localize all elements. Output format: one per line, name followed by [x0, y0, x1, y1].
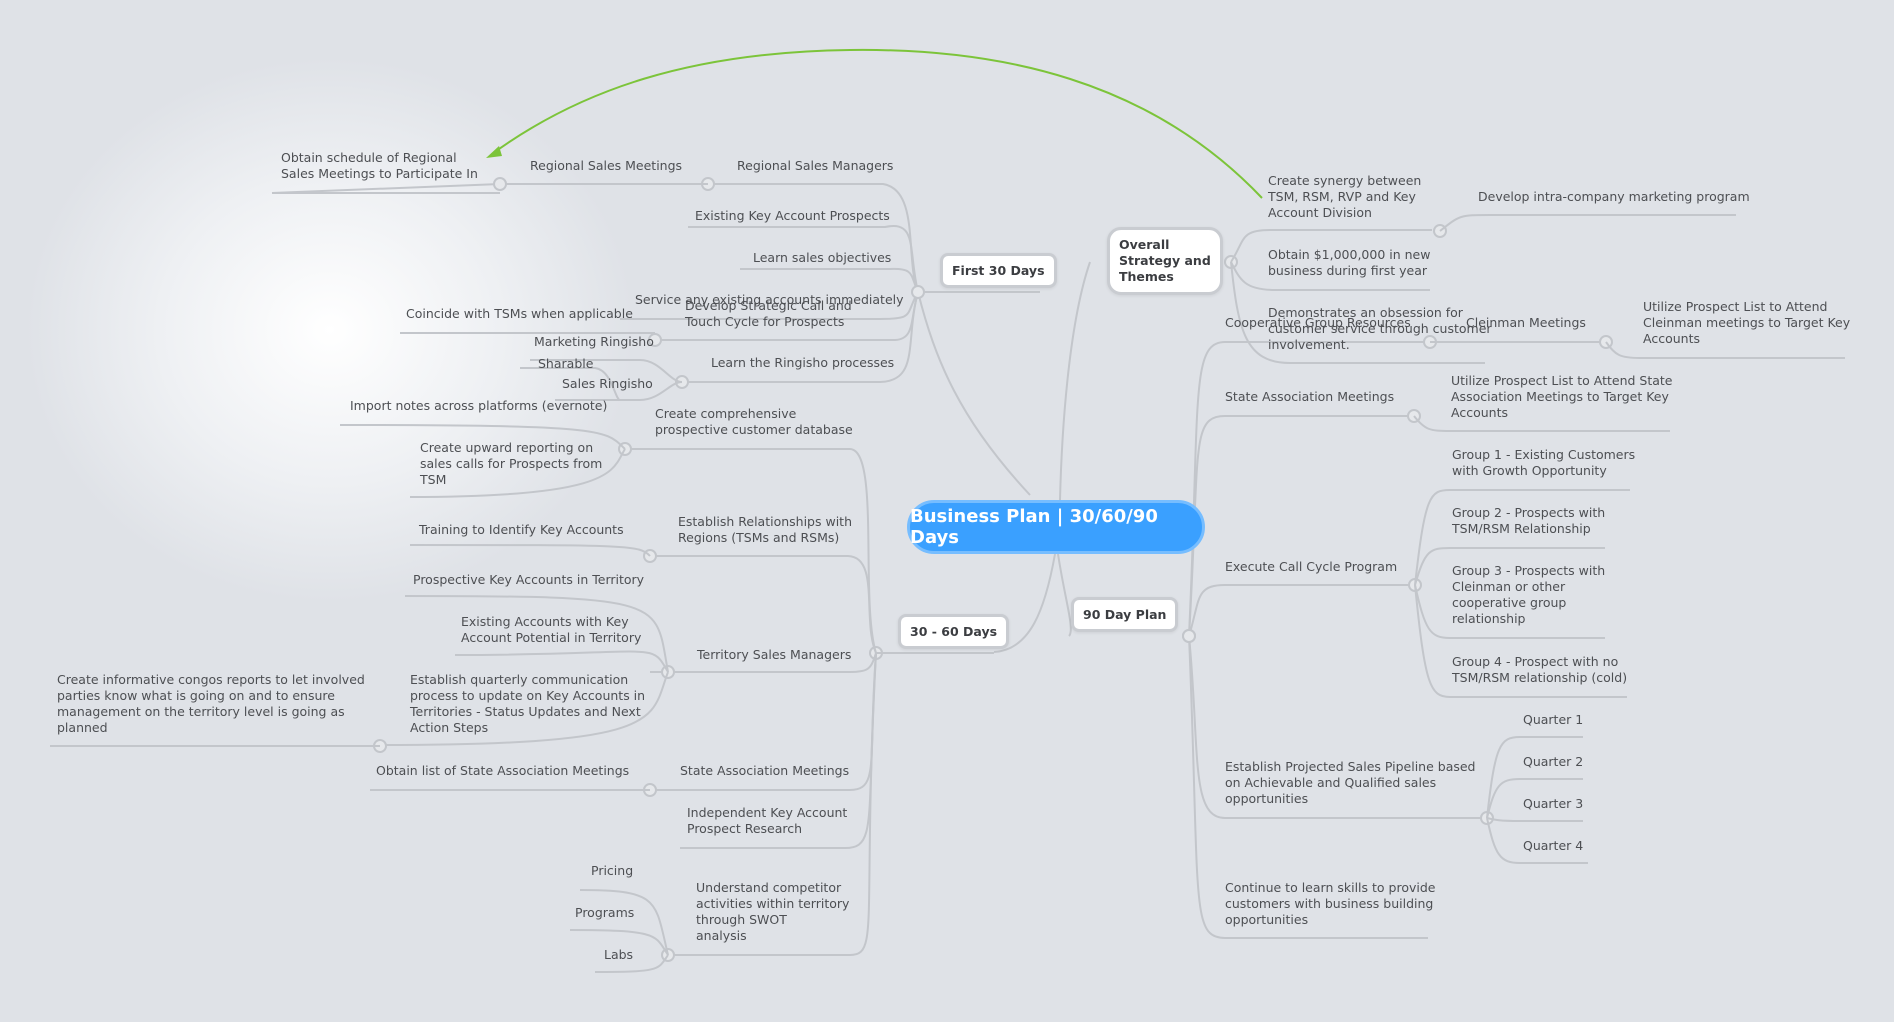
topic-existing-accounts-potential[interactable]: Existing Accounts with Key Account Poten…	[461, 614, 642, 645]
topic-learn-ringisho[interactable]: Learn the Ringisho processes	[711, 355, 895, 370]
topic-training-identify[interactable]: Training to Identify Key Accounts	[419, 522, 624, 537]
topic-state-association-meetings[interactable]: State Association Meetings	[680, 763, 850, 778]
topic-learn-sales-objectives[interactable]: Learn sales objectives	[753, 250, 892, 265]
branch-90-day-plan[interactable]: 90 Day Plan	[1071, 597, 1179, 632]
topic-labs[interactable]: Labs	[604, 947, 634, 962]
topic-continue-learn[interactable]: Continue to learn skills to provide cust…	[1225, 880, 1436, 927]
branch-30-60-days[interactable]: 30 - 60 Days	[898, 614, 1010, 649]
topic-independent-research[interactable]: Independent Key Account Prospect Researc…	[687, 805, 848, 836]
topic-congos-reports[interactable]: Create informative congos reports to let…	[57, 672, 365, 735]
topic-state-association[interactable]: State Association Meetings	[1225, 389, 1395, 404]
topic-existing-key-account-prospects[interactable]: Existing Key Account Prospects	[695, 208, 890, 223]
topic-pipeline[interactable]: Establish Projected Sales Pipeline based…	[1225, 759, 1476, 806]
topic-obsession[interactable]: Demonstrates an obsession for customer s…	[1268, 305, 1492, 352]
topic-quarter-4[interactable]: Quarter 4	[1523, 838, 1584, 853]
topic-coincide-tsms[interactable]: Coincide with TSMs when applicable	[406, 306, 633, 321]
root-topic[interactable]: Business Plan | 30/60/90 Days	[907, 500, 1205, 554]
topic-sharable[interactable]: Sharable	[538, 356, 594, 371]
topic-cleinman-meetings[interactable]: Cleinman Meetings	[1466, 315, 1586, 330]
topic-upward-reporting[interactable]: Create upward reporting on sales calls f…	[420, 440, 603, 487]
topic-competitor-activities[interactable]: Understand competitor activities within …	[696, 880, 850, 943]
topic-cooperative-group[interactable]: Cooperative Group Resources	[1225, 315, 1411, 330]
topic-regional-sales-meetings[interactable]: Regional Sales Meetings	[530, 158, 683, 173]
branch-first-30-days[interactable]: First 30 Days	[940, 253, 1057, 288]
topic-sales-ringisho[interactable]: Sales Ringisho	[562, 376, 653, 391]
topic-utilize-cleinman[interactable]: Utilize Prospect List to Attend Cleinman…	[1643, 299, 1851, 346]
topic-synergy[interactable]: Create synergy between TSM, RSM, RVP and…	[1268, 173, 1422, 220]
topic-territory-sales-managers[interactable]: Territory Sales Managers	[697, 647, 852, 662]
topic-obtain-state-list[interactable]: Obtain list of State Association Meeting…	[376, 763, 630, 778]
topic-develop-strategic-call[interactable]: Develop Strategic Call and Touch Cycle f…	[685, 298, 852, 329]
topic-quarterly-communication[interactable]: Establish quarterly communication proces…	[410, 672, 646, 735]
topic-quarter-3[interactable]: Quarter 3	[1523, 796, 1584, 811]
topic-quarter-1[interactable]: Quarter 1	[1523, 712, 1584, 727]
topic-group-2[interactable]: Group 2 - Prospects with TSM/RSM Relatio…	[1452, 505, 1606, 536]
topic-group-3[interactable]: Group 3 - Prospects with Cleinman or oth…	[1452, 563, 1606, 626]
topic-group-4[interactable]: Group 4 - Prospect with no TSM/RSM relat…	[1452, 654, 1628, 685]
topic-prospective-key-accounts[interactable]: Prospective Key Accounts in Territory	[413, 572, 645, 587]
topic-intra-company[interactable]: Develop intra-company marketing program	[1478, 189, 1750, 204]
branch-overall-strategy[interactable]: Overall Strategy and Themes	[1107, 227, 1223, 295]
topic-create-database[interactable]: Create comprehensive prospective custome…	[655, 406, 853, 437]
topic-execute-call-cycle[interactable]: Execute Call Cycle Program	[1225, 559, 1398, 574]
topic-service-existing-accounts[interactable]: Service any existing accounts immediatel…	[635, 292, 904, 307]
topic-regional-sales-managers[interactable]: Regional Sales Managers	[737, 158, 894, 173]
topic-obtain-schedule[interactable]: Obtain schedule of Regional Sales Meetin…	[281, 150, 478, 181]
topic-marketing-ringisho[interactable]: Marketing Ringisho	[534, 334, 654, 349]
topic-obtain-million[interactable]: Obtain $1,000,000 in new business during…	[1268, 247, 1431, 278]
topic-import-notes[interactable]: Import notes across platforms (evernote)	[350, 398, 608, 413]
topic-pricing[interactable]: Pricing	[591, 863, 634, 878]
topic-group-1[interactable]: Group 1 - Existing Customers with Growth…	[1452, 447, 1636, 478]
relationship-arrowhead	[486, 146, 502, 158]
topic-programs[interactable]: Programs	[575, 905, 635, 920]
topic-quarter-2[interactable]: Quarter 2	[1523, 754, 1584, 769]
topic-utilize-state[interactable]: Utilize Prospect List to Attend State As…	[1451, 373, 1673, 420]
topic-establish-relationships[interactable]: Establish Relationships with Regions (TS…	[678, 514, 852, 545]
relationship-arrow	[491, 48, 1263, 199]
